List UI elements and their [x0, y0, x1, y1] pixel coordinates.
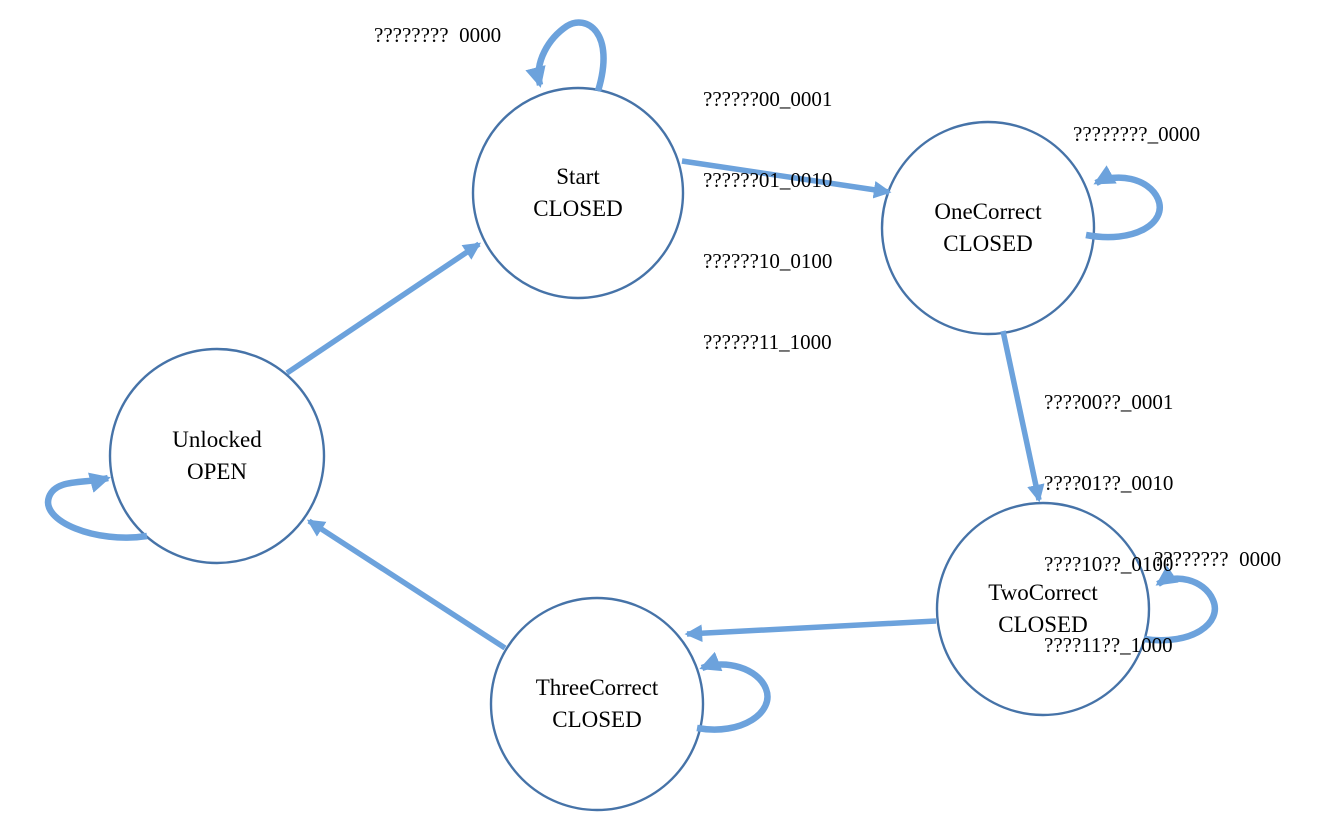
transition-arrow-two-correct-to-three-correct	[684, 618, 937, 642]
state-name: OneCorrect	[934, 199, 1042, 224]
transition-label-line: ??????11_1000	[703, 330, 832, 354]
state-label-two-correct: TwoCorrect CLOSED	[933, 577, 1153, 641]
state-circle-two-correct	[935, 501, 1151, 717]
state-name: ThreeCorrect	[535, 675, 659, 700]
transition-label-line: ????10??_0100	[1044, 552, 1174, 576]
state-circle-start	[471, 86, 685, 300]
state-circle-one-correct	[880, 120, 1096, 336]
transition-label-start-to-one-correct: ??????00_0001 ??????01_0010 ??????10_010…	[703, 32, 832, 410]
state-label-start: Start CLOSED	[468, 161, 688, 225]
state-label-unlocked: Unlocked OPEN	[107, 424, 327, 488]
transition-label-line: ????11??_1000	[1044, 633, 1173, 657]
transition-arrow-one-correct-to-two-correct	[1000, 330, 1045, 503]
self-loop-arrow-three-correct	[696, 651, 771, 733]
state-label-three-correct: ThreeCorrect CLOSED	[487, 672, 707, 736]
transition-label-one-correct-to-two-correct: ????00??_0001 ????01??_0010 ????10??_010…	[1044, 335, 1173, 713]
transition-arrow-unlocked-to-start	[285, 241, 482, 376]
transition-label-line: ??????10_0100	[703, 249, 833, 273]
state-name: Unlocked	[172, 427, 262, 452]
state-label-one-correct: OneCorrect CLOSED	[878, 196, 1098, 260]
state-status: CLOSED	[998, 612, 1088, 637]
state-status: CLOSED	[943, 231, 1033, 256]
state-status: OPEN	[186, 459, 248, 484]
state-circle-three-correct	[489, 596, 705, 812]
transition-arrow-start-to-one-correct	[681, 158, 892, 199]
transition-arrow-three-correct-to-unlocked	[306, 518, 507, 651]
state-status: CLOSED	[533, 196, 623, 221]
transition-label-two-correct-self: ???????? 0000	[1154, 547, 1282, 571]
transition-label-line: ??????00_0001	[703, 87, 833, 111]
self-loop-arrow-start	[525, 19, 607, 92]
transition-label-start-self: ???????? 0000	[374, 23, 502, 47]
self-loop-arrow-one-correct	[1085, 165, 1163, 241]
self-loop-arrow-two-correct	[1143, 565, 1218, 644]
state-status: CLOSED	[552, 707, 642, 732]
self-loop-arrow-unlocked	[44, 472, 148, 541]
state-circle-unlocked	[108, 347, 326, 565]
state-name: TwoCorrect	[988, 580, 1098, 605]
transition-label-line: ????01??_0010	[1044, 471, 1174, 495]
state-name: Start	[556, 164, 600, 189]
transition-label-one-correct-self: ????????_0000	[1073, 122, 1201, 146]
transition-label-line: ????00??_0001	[1044, 390, 1174, 414]
transition-label-line: ??????01_0010	[703, 168, 833, 192]
